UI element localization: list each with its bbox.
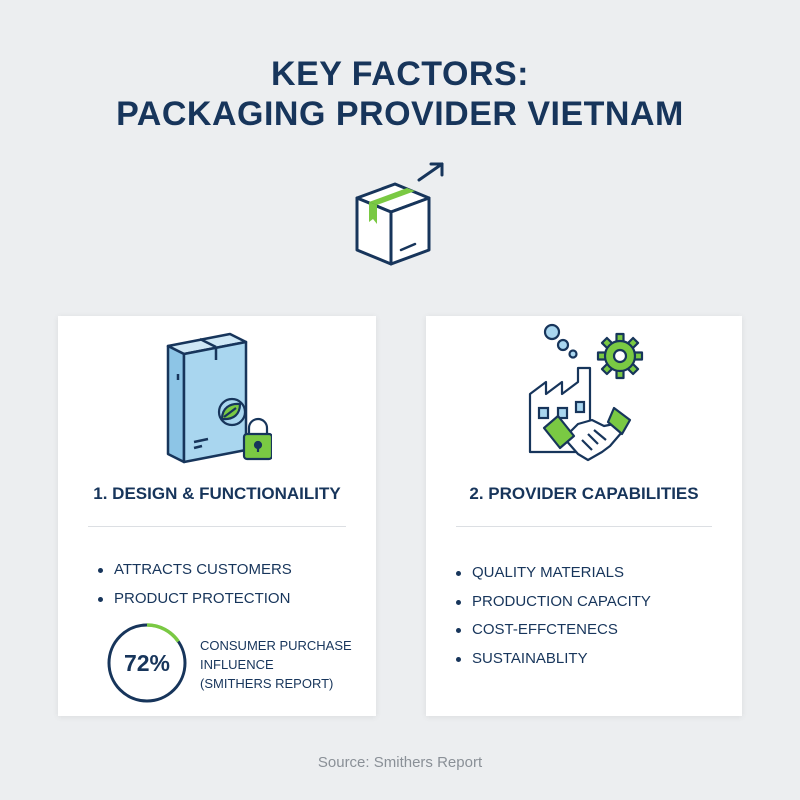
stat-line: CONSUMER PURCHASE: [200, 638, 352, 653]
card-title-design: 1. DESIGN & FUNCTIONAILITY: [93, 484, 341, 503]
stat-line: INFLUENCE: [200, 657, 274, 672]
list-item: ATTRACTS CUSTOMERS: [96, 556, 292, 585]
box-export-icon: [355, 162, 444, 266]
design-functionality-card: 1. DESIGN & FUNCTIONAILITY ATTRACTS CUST…: [58, 316, 376, 716]
eco-package-lock-icon: [166, 332, 272, 464]
provider-bullet-list: QUALITY MATERIALS PRODUCTION CAPACITY CO…: [454, 559, 651, 673]
source-note: Source: Smithers Report: [317, 754, 483, 771]
stat-description: CONSUMER PURCHASE INFLUENCE (SMITHERS RE…: [200, 636, 352, 693]
list-item: PRODUCTION CAPACITY: [454, 588, 651, 617]
card-divider: [88, 526, 346, 527]
list-item: SUSTAINABLITY: [454, 645, 651, 674]
stat-line: (SMITHERS REPORT): [200, 676, 334, 691]
card-divider: [456, 526, 712, 527]
title-line-1: KEY FACTORS:: [271, 55, 529, 93]
list-item: PRODUCT PROTECTION: [96, 585, 292, 614]
design-bullet-list: ATTRACTS CUSTOMERS PRODUCT PROTECTION: [96, 556, 292, 613]
card-title-provider: 2. PROVIDER CAPABILITIES: [469, 484, 699, 503]
title-line-2: PACKAGING PROVIDER VIETNAM: [116, 95, 684, 133]
page-title: KEY FACTORS: PACKAGING PROVIDER VIETNAM: [0, 54, 800, 134]
stat-value: 72%: [123, 650, 171, 676]
provider-capabilities-card: 2. PROVIDER CAPABILITIES QUALITY MATERIA…: [426, 316, 742, 716]
list-item: QUALITY MATERIALS: [454, 559, 651, 588]
list-item: COST-EFFCTENECS: [454, 616, 651, 645]
progress-ring: [107, 623, 187, 703]
factory-handshake-gear-icon: [528, 323, 644, 462]
